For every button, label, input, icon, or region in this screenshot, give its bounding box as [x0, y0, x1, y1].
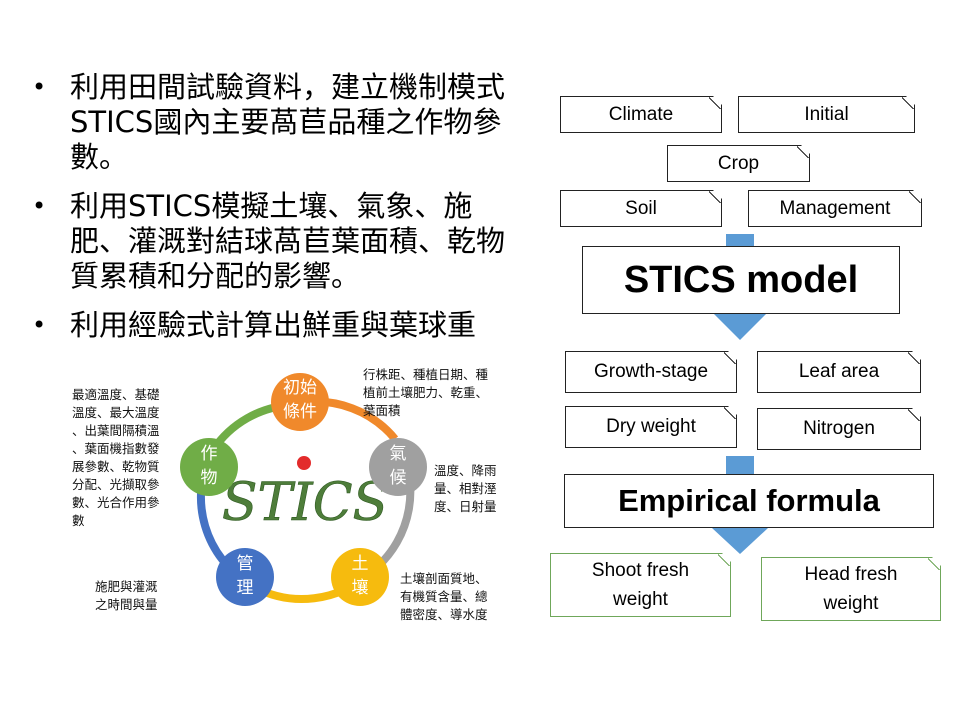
note-line: 數、光合作用參	[72, 495, 160, 510]
note-line: 度、日射量	[434, 499, 497, 514]
note-initial: 行株距、種植日期、種 植前土壤肥力、乾重、 葉面積	[363, 366, 533, 420]
bullet-text: 利用經驗式計算出鮮重與葉球重	[70, 308, 477, 342]
node-management-line2: 理	[237, 578, 254, 598]
node-soil: 土 壤	[331, 548, 389, 606]
note-line: 展參數、乾物質	[72, 459, 160, 474]
note-line: 體密度、導水度	[400, 607, 488, 622]
node-soil-line2: 壤	[352, 577, 369, 598]
node-crop-line2: 物	[201, 468, 218, 488]
bullet-item: • 利用經驗式計算出鮮重與葉球重	[30, 308, 530, 343]
note-management: 施肥與灌溉 之時間與量	[95, 578, 195, 614]
empirical-formula-box: Empirical formula	[564, 474, 934, 528]
note-line: 、出葉間隔積溫	[72, 423, 160, 438]
result-head-line1: Head fresh	[804, 564, 898, 585]
note-line: 分配、光擷取參	[72, 477, 160, 492]
node-management: 管 理	[216, 548, 274, 606]
result-head-line2: weight	[823, 593, 879, 614]
input-soil-box: Soil	[560, 190, 722, 227]
stics-model-box: STICS model	[582, 246, 900, 314]
node-initial-line1: 初始	[283, 378, 317, 398]
node-management-line1: 管	[237, 554, 254, 574]
note-line: 植前土壤肥力、乾重、	[363, 385, 489, 400]
result-shoot-line1: Shoot fresh	[591, 560, 690, 581]
stics-logo-text: STICS	[222, 473, 388, 533]
bullet-dot: •	[32, 311, 47, 339]
result-shoot-fresh-weight-box: Shoot fresh weight	[550, 553, 731, 617]
node-climate-line2: 候	[390, 468, 407, 488]
note-climate: 溫度、降雨 量、相對溼 度、日射量	[434, 462, 524, 516]
node-initial: 初始 條件	[271, 373, 329, 431]
stics-logo: STICS	[222, 456, 388, 533]
note-soil: 土壤剖面質地、 有機質含量、總 體密度、導水度	[400, 570, 520, 624]
note-line: 溫度、最大溫度	[72, 405, 160, 420]
output-nitrogen-box: Nitrogen	[757, 408, 921, 450]
result-head-fresh-weight-box: Head fresh weight	[761, 557, 941, 621]
node-initial-line2: 條件	[283, 402, 317, 422]
note-line: 、葉面機指數發	[72, 441, 160, 456]
note-line: 溫度、降雨	[434, 463, 497, 478]
bullet-item: • 利用STICS模擬土壤、氣象、施肥、灌溉對結球萵苣葉面積、乾物質累積和分配的影…	[30, 189, 530, 294]
note-line: 施肥與灌溉	[95, 579, 158, 594]
input-crop-box: Crop	[667, 145, 810, 182]
note-line: 土壤剖面質地、	[400, 571, 488, 586]
bullet-list: • 利用田間試驗資料，建立機制模式STICS國內主要萵苣品種之作物參數。 • 利用S…	[30, 70, 530, 357]
bullet-text: 利用田間試驗資料，建立機制模式STICS國內主要萵苣品種之作物參數。	[70, 70, 506, 174]
note-line: 葉面積	[363, 403, 401, 418]
bullet-text: 利用STICS模擬土壤、氣象、施肥、灌溉對結球萵苣葉面積、乾物質累積和分配的影響…	[70, 189, 506, 293]
node-crop-line1: 作	[201, 444, 218, 464]
node-soil-line1: 土	[352, 554, 369, 574]
note-line: 數	[72, 513, 85, 528]
note-crop: 最適溫度、基礎 溫度、最大溫度 、出葉間隔積溫 、葉面機指數發 展參數、乾物質 …	[72, 386, 187, 530]
note-line: 行株距、種植日期、種	[363, 367, 489, 382]
output-leaf-area-box: Leaf area	[757, 351, 921, 393]
note-line: 最適溫度、基礎	[72, 387, 160, 402]
note-line: 有機質含量、總	[400, 589, 488, 604]
input-management-box: Management	[748, 190, 922, 227]
note-line: 之時間與量	[95, 597, 158, 612]
input-initial-box: Initial	[738, 96, 915, 133]
bullet-dot: •	[32, 73, 47, 101]
stics-cycle-diagram: STICS 初始 條件 氣 候 土 壤 管 理 作 物	[180, 373, 427, 606]
logo-red-dot	[297, 456, 311, 470]
output-growth-stage-box: Growth-stage	[565, 351, 737, 393]
node-climate-line1: 氣	[390, 444, 407, 464]
output-dry-weight-box: Dry weight	[565, 406, 737, 448]
result-shoot-line2: weight	[613, 589, 668, 610]
bullet-item: • 利用田間試驗資料，建立機制模式STICS國內主要萵苣品種之作物參數。	[30, 70, 530, 175]
node-climate: 氣 候	[369, 438, 427, 496]
note-line: 量、相對溼	[434, 481, 497, 496]
node-crop: 作 物	[180, 438, 238, 496]
bullet-dot: •	[32, 192, 47, 220]
input-climate-box: Climate	[560, 96, 722, 133]
